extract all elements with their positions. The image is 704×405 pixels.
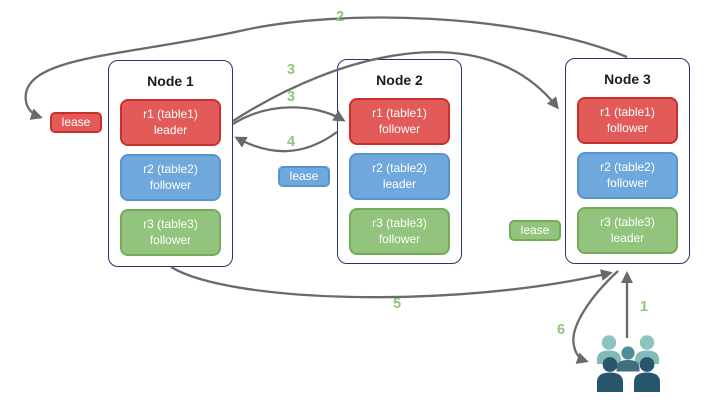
replica-label: r1 (table1) <box>600 104 655 119</box>
replica-n2-r3: r3 (table3) follower <box>349 208 450 255</box>
step-label-1: 1 <box>639 299 649 315</box>
replica-label: r3 (table3) <box>372 215 427 230</box>
node-title: Node 3 <box>604 71 651 87</box>
replica-n2-r1: r1 (table1) follower <box>349 98 450 145</box>
lease-badge-green: lease <box>509 220 561 241</box>
step-label-5: 5 <box>392 296 402 312</box>
replica-role: follower <box>149 232 192 247</box>
person-middle <box>616 346 640 372</box>
replica-n3-r3: r3 (table3) leader <box>577 207 678 254</box>
step-label-4: 4 <box>286 134 296 150</box>
step-label-2: 2 <box>335 9 345 25</box>
replica-n1-r3: r3 (table3) follower <box>120 209 221 256</box>
replica-role: follower <box>606 175 649 190</box>
arrow-step-5-n1-to-n3 <box>170 266 613 299</box>
node-3: Node 3 r1 (table1) follower r2 (table2) … <box>565 58 690 264</box>
replica-n3-r2: r2 (table2) follower <box>577 152 678 199</box>
replica-role: follower <box>149 177 192 192</box>
replica-label: r2 (table2) <box>143 161 198 176</box>
node-title: Node 2 <box>376 72 423 88</box>
replica-role: follower <box>378 121 421 136</box>
node-title: Node 1 <box>147 73 194 89</box>
step-label-6: 6 <box>556 322 566 338</box>
person-front-right <box>634 357 660 392</box>
replica-role: leader <box>610 230 645 245</box>
replica-n2-r2: r2 (table2) leader <box>349 153 450 200</box>
people-group-icon <box>597 335 660 392</box>
node-1: Node 1 r1 (table1) leader r2 (table2) fo… <box>108 60 233 267</box>
replica-role: leader <box>153 122 188 137</box>
lease-badge-blue: lease <box>278 166 330 187</box>
node-2: Node 2 r1 (table1) follower r2 (table2) … <box>337 59 462 264</box>
replica-label: r1 (table1) <box>372 105 427 120</box>
step-label-3a: 3 <box>286 62 296 78</box>
arrow-step-3-n1r1-to-n2r1 <box>232 106 346 125</box>
step-label-3b: 3 <box>286 89 296 105</box>
replica-n1-r1: r1 (table1) leader <box>120 99 221 146</box>
replica-n3-r1: r1 (table1) follower <box>577 97 678 144</box>
replica-role: leader <box>382 176 417 191</box>
replica-role: follower <box>606 120 649 135</box>
lease-badge-red: lease <box>50 112 102 133</box>
replica-label: r2 (table2) <box>372 160 427 175</box>
replica-label: r2 (table2) <box>600 159 655 174</box>
replica-label: r1 (table1) <box>143 106 198 121</box>
replica-label: r3 (table3) <box>143 216 198 231</box>
replica-label: r3 (table3) <box>600 214 655 229</box>
replica-n1-r2: r2 (table2) follower <box>120 154 221 201</box>
replica-role: follower <box>378 231 421 246</box>
